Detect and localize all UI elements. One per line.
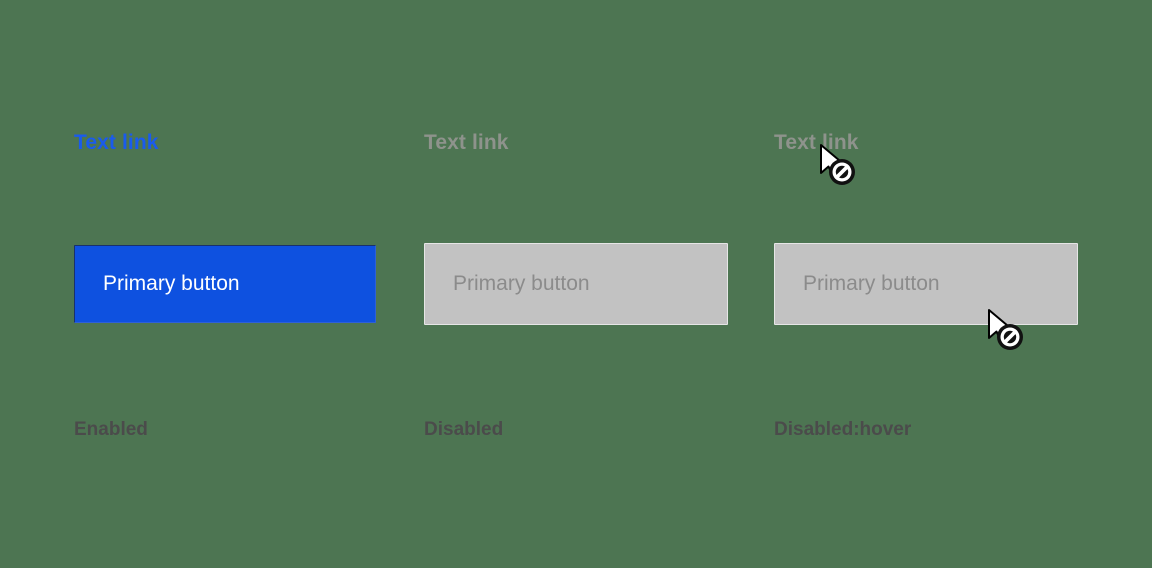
text-link-disabled-hover: Text link [774, 131, 859, 154]
primary-button-enabled-label: Primary button [103, 272, 240, 295]
state-column-disabled-hover: Text link Primary button Disabled:hover [774, 0, 1124, 568]
primary-button-disabled-hover: Primary button [774, 243, 1078, 325]
caption-disabled-hover: Disabled:hover [774, 419, 912, 440]
state-column-enabled: Text link Primary button Enabled [74, 0, 424, 568]
text-link-enabled[interactable]: Text link [74, 131, 159, 154]
caption-disabled: Disabled [424, 419, 504, 440]
primary-button-disabled-label: Primary button [453, 272, 590, 295]
primary-button-disabled-hover-label: Primary button [803, 272, 940, 295]
primary-button-enabled[interactable]: Primary button [74, 245, 376, 323]
state-column-disabled: Text link Primary button Disabled [424, 0, 774, 568]
primary-button-disabled: Primary button [424, 243, 728, 325]
text-link-disabled: Text link [424, 131, 509, 154]
caption-enabled: Enabled [74, 419, 148, 440]
